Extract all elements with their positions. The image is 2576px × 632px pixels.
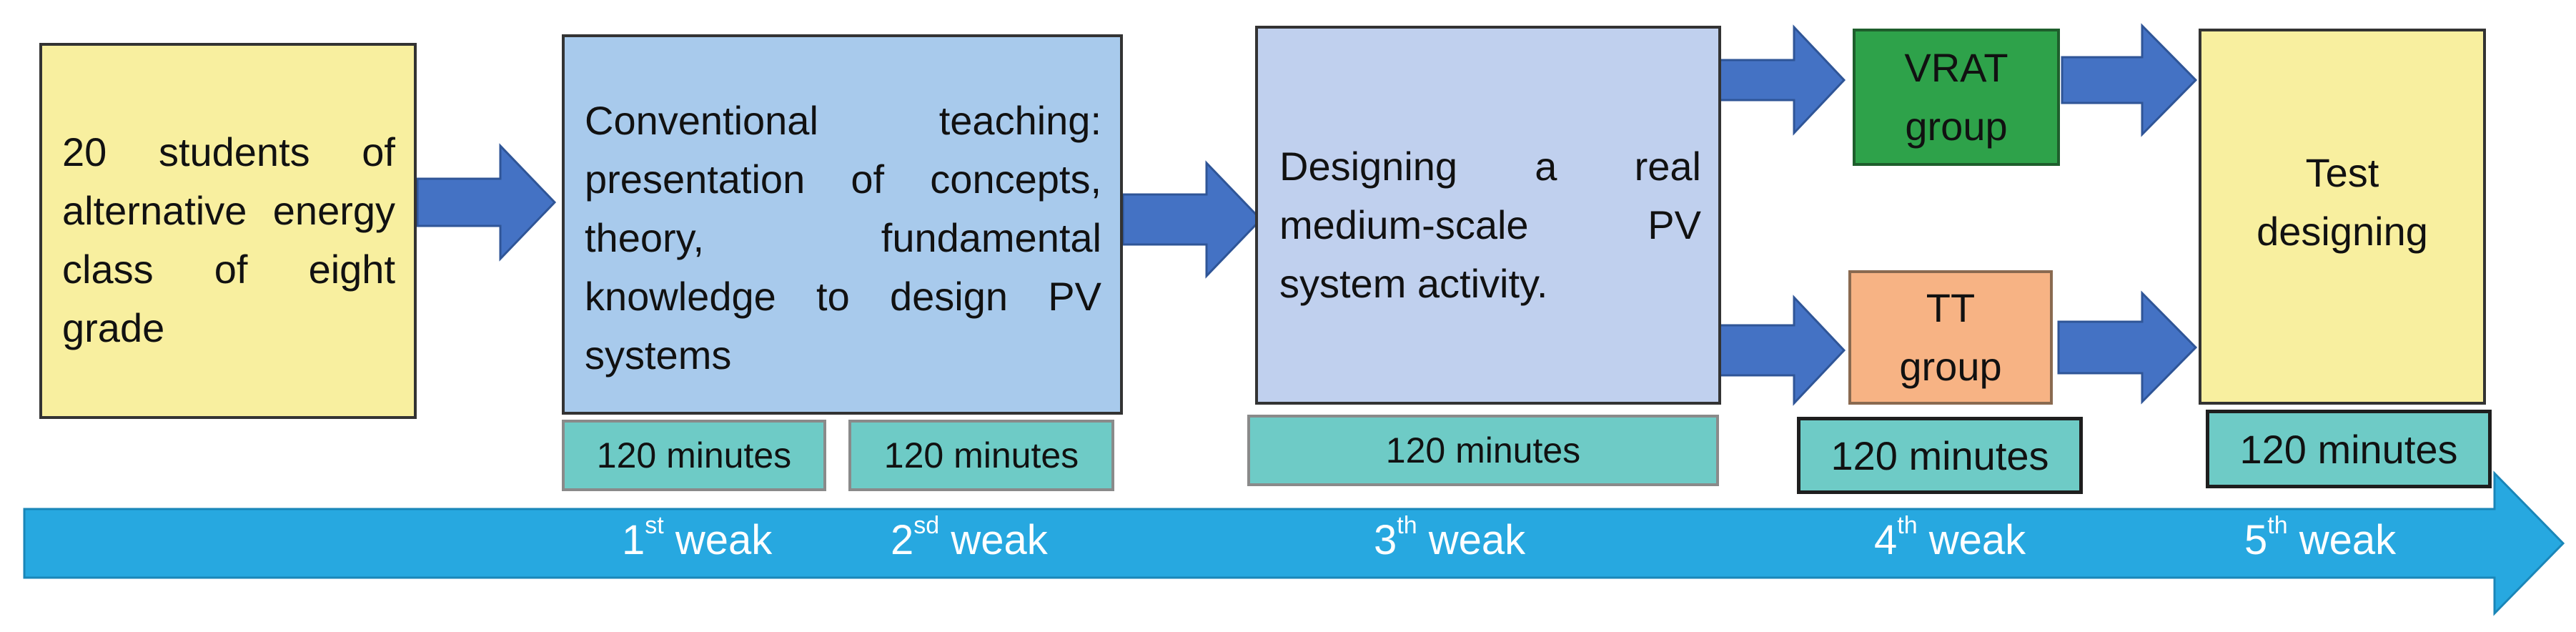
designing-activity-text: Designing a real medium-scale PV system … [1279,144,1701,306]
week-label-3: 3th weak [1374,512,1526,563]
duration-label: 120 minutes [1385,430,1581,470]
arrow-designing-to-tt [1718,295,1846,406]
timeline-arrow [23,470,2565,616]
duration-badge-week3: 120 minutes [1247,415,1719,486]
duration-badge-week4: 120 minutes [1797,417,2083,494]
duration-label: 120 minutes [2239,426,2458,472]
duration-label: 120 minutes [596,435,792,475]
tt-group-box: TT group [1848,270,2053,405]
week-label-4: 4th weak [1874,512,2026,563]
students-box: 20 students of alternative energy class … [39,43,417,419]
conventional-teaching-text: Conventional teaching: presentation of c… [585,98,1101,377]
arrow-tt-to-test [2057,290,2198,405]
duration-badge-week2: 120 minutes [848,420,1114,491]
students-text: 20 students of alternative energy class … [62,129,395,350]
arrow-vrat-to-test [2061,23,2198,137]
week-label-1: 1st weak [622,512,773,563]
arrow-students-to-conventional [416,143,557,262]
conventional-teaching-box: Conventional teaching: presentation of c… [562,34,1123,415]
arrow-conventional-to-designing [1121,160,1263,279]
vrat-group-box: VRAT group [1853,29,2060,166]
arrow-designing-to-vrat [1718,24,1846,136]
duration-badge-week1: 120 minutes [562,420,826,491]
week-label-2: 2sd weak [891,512,1048,563]
duration-label: 120 minutes [1831,433,2049,478]
test-designing-text: Test designing [2257,150,2428,254]
duration-label: 120 minutes [883,435,1079,475]
designing-activity-box: Designing a real medium-scale PV system … [1255,26,1721,405]
test-designing-box: Test designing [2199,29,2486,405]
tt-group-text: TT group [1899,285,2002,389]
vrat-group-text: VRAT group [1904,45,2008,149]
week-label-5: 5th weak [2244,512,2397,563]
duration-badge-week5: 120 minutes [2206,410,2492,488]
